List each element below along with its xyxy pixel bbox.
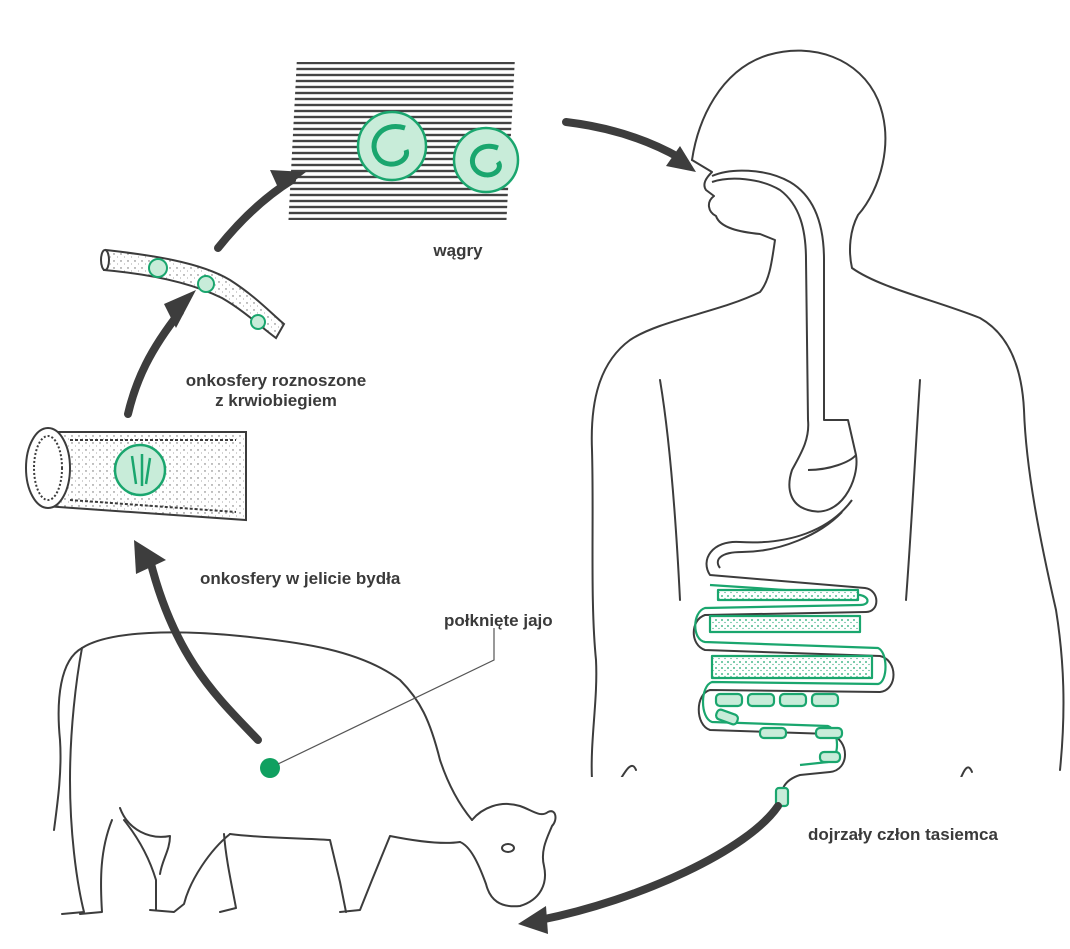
muscle-block-with-cysticerci: [288, 62, 520, 220]
arrowhead-vessel: [164, 290, 196, 328]
arrow-muscle-to-human: [562, 118, 684, 162]
cysticercus-right: [452, 126, 520, 194]
human-body-outline: [587, 49, 1065, 783]
arrowhead-muscle: [270, 170, 306, 192]
arrow-heads: [134, 146, 696, 934]
arrow-intestine-to-vessel: [124, 308, 184, 418]
arrowhead-ground: [518, 906, 548, 934]
cattle-intestine-section: [25, 427, 247, 522]
label-mature-proglottid: dojrzały człon tasiemca: [808, 825, 998, 844]
label-cysticerci: wągry: [433, 241, 483, 260]
label-cattle-intestine: onkosfery w jelicie bydła: [200, 569, 401, 588]
egg-label-leader-line: [277, 628, 495, 765]
label-blood-dispersal-line2: z krwiobiegiem: [215, 391, 337, 410]
arrowhead-human: [666, 146, 696, 172]
blood-vessel-small: [100, 248, 286, 340]
label-blood-dispersal-line1: onkosfery roznoszone: [185, 371, 367, 390]
label-swallowed-egg: połknięte jajo: [444, 611, 553, 630]
arrowhead-intestine: [134, 540, 166, 574]
cow-outline: [53, 631, 557, 915]
human-digestive-tract: [692, 169, 895, 806]
cysticercus-left: [356, 110, 428, 182]
swallowed-egg-marker: [260, 758, 280, 778]
arrow-cow-to-intestine: [146, 556, 262, 744]
tapeworm-in-intestine: [694, 583, 887, 808]
arrow-proglottid-to-ground: [536, 802, 782, 924]
